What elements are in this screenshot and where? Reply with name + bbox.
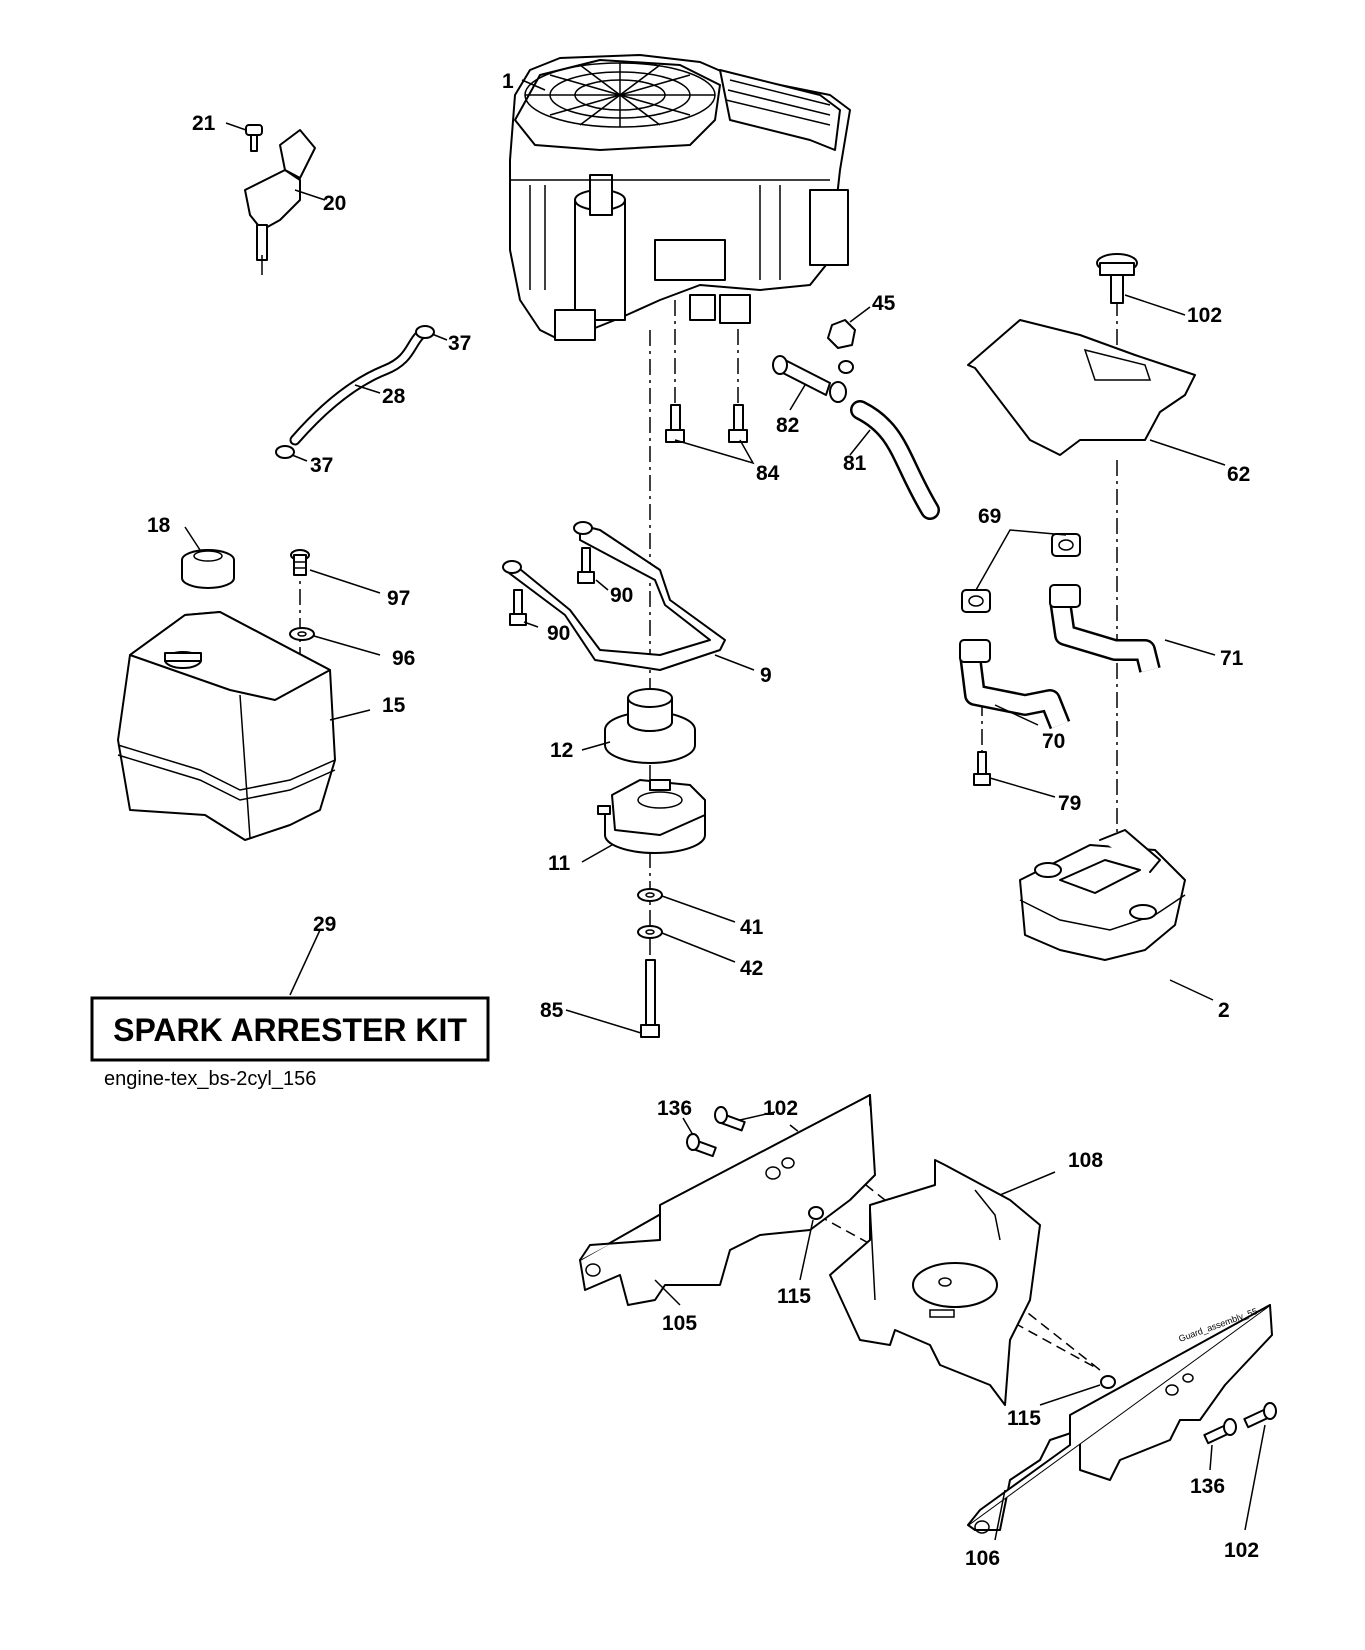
bolts-84 (665, 404, 748, 443)
exhaust-gaskets-69 (961, 533, 1081, 613)
callout-12: 12 (550, 739, 573, 762)
muffler-2 (1019, 829, 1186, 961)
bolt-79 (973, 751, 991, 786)
callout-136-lower: 136 (1190, 1475, 1225, 1498)
electric-clutch-11 (597, 779, 706, 854)
fuel-hose-28 (275, 325, 435, 459)
callout-62: 62 (1227, 463, 1250, 486)
callout-28: 28 (382, 385, 406, 408)
washer-115-left (808, 1206, 824, 1220)
callout-84: 84 (756, 462, 780, 485)
callout-102-bottom: 102 (1224, 1539, 1259, 1562)
gasket-9 (502, 521, 726, 671)
heat-shield-62 (967, 319, 1196, 456)
callout-9: 9 (760, 664, 772, 687)
pulley-12 (604, 688, 696, 764)
callout-45: 45 (872, 292, 896, 315)
callout-115-left: 115 (777, 1285, 811, 1308)
callout-70: 70 (1042, 730, 1065, 753)
engine-fan-grille (524, 62, 716, 128)
bolt-136-lower (1203, 1418, 1237, 1445)
callout-85: 85 (540, 999, 564, 1022)
fuel-tank-15 (117, 611, 336, 841)
screw-97 (290, 549, 310, 576)
callout-29: 29 (313, 913, 336, 936)
diagram-caption: engine-tex_bs-2cyl_156 (104, 1068, 316, 1090)
fuel-filter-82 (772, 355, 854, 403)
bolt-21 (245, 124, 263, 152)
callout-2: 2 (1218, 999, 1230, 1022)
exhaust-pipe-70 (959, 639, 1071, 730)
spark-arrester-box (90, 996, 490, 1062)
callout-15: 15 (382, 694, 406, 717)
callout-21: 21 (192, 112, 216, 135)
callout-108: 108 (1068, 1149, 1103, 1172)
bolt-85 (640, 959, 660, 1038)
callout-11: 11 (548, 852, 571, 875)
callout-labels: 1 21 20 37 28 37 45 82 84 81 102 62 18 9… (147, 70, 1259, 1570)
callout-1: 1 (502, 70, 514, 93)
bolt-136-upper (686, 1133, 717, 1158)
guard-plate-105 (579, 1094, 876, 1306)
callout-102-middle: 102 (763, 1097, 798, 1120)
bolt-102-lower (1243, 1402, 1277, 1429)
spark-arrester-kit: SPARK ARRESTER KIT (90, 996, 490, 1062)
fuel-cap-18 (181, 549, 235, 589)
washer-41 (637, 888, 663, 902)
callout-102-top: 102 (1187, 304, 1222, 327)
callout-69: 69 (978, 505, 1001, 528)
callout-42: 42 (740, 957, 763, 980)
bolts-90 (509, 547, 595, 626)
callout-18: 18 (147, 514, 171, 537)
leader-lines (184, 79, 1266, 1541)
callout-90-lower: 90 (547, 622, 570, 645)
callout-90-upper: 90 (610, 584, 633, 607)
washer-96 (289, 627, 315, 641)
callout-41: 41 (740, 916, 764, 939)
exhaust-pipe-71 (1049, 584, 1161, 673)
washer-115-right (1100, 1375, 1116, 1389)
callout-79: 79 (1058, 792, 1081, 815)
callout-37-top: 37 (448, 332, 471, 355)
spark-arrester-label: SPARK ARRESTER KIT (113, 1012, 467, 1048)
callout-96: 96 (392, 647, 415, 670)
callout-105: 105 (662, 1312, 697, 1335)
bolt-102-upper (714, 1106, 746, 1132)
nut-45 (827, 319, 856, 349)
callout-82: 82 (776, 414, 799, 437)
engine-assembly (509, 54, 851, 341)
callout-20: 20 (323, 192, 346, 215)
callout-71: 71 (1220, 647, 1244, 670)
callout-37-bottom: 37 (310, 454, 333, 477)
fuel-hose-81 (850, 400, 940, 520)
callout-106: 106 (965, 1547, 1000, 1570)
callout-97: 97 (387, 587, 410, 610)
callout-115-right: 115 (1007, 1407, 1041, 1430)
callout-81: 81 (843, 452, 867, 475)
throttle-control (244, 129, 316, 275)
callout-136-upper: 136 (657, 1097, 692, 1120)
belt-guard-108 (829, 1159, 1041, 1406)
knob-102 (1096, 253, 1138, 304)
washer-42 (637, 925, 663, 939)
